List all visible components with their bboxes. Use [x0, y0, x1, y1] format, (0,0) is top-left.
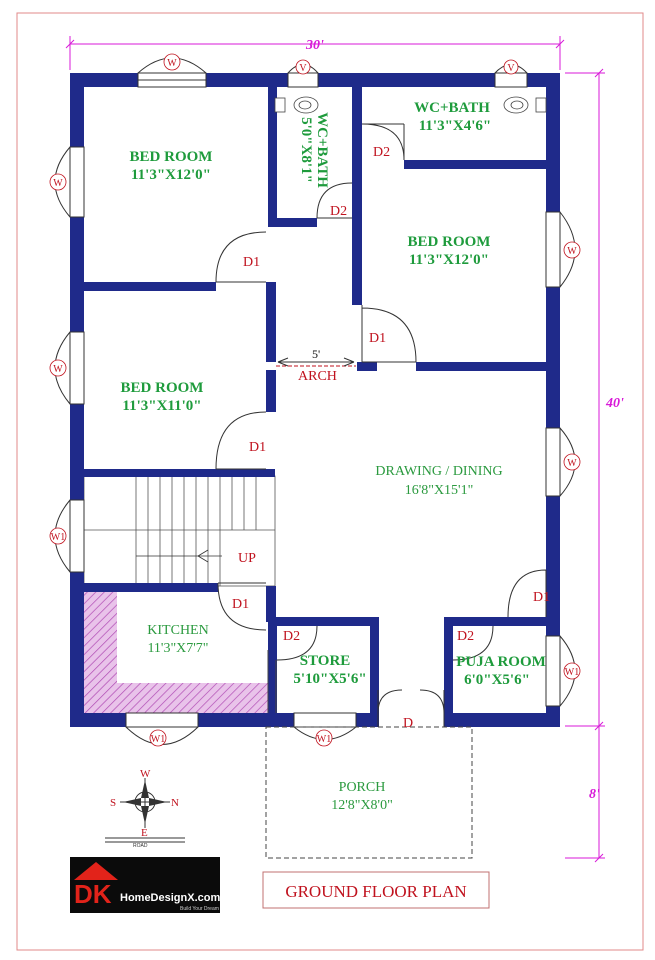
compass-s: S	[110, 797, 116, 809]
room-drawing-name: DRAWING / DINING	[375, 464, 502, 479]
dimension-right	[565, 68, 605, 863]
room-bed2-name: BED ROOM	[408, 234, 491, 250]
door-label-d1: D1	[533, 590, 550, 605]
window-tag-w: W	[567, 458, 577, 469]
arch-width: 5'	[312, 347, 320, 361]
svg-text:DK: DK	[74, 879, 112, 909]
svg-text:Build Your Dream: Build Your Dream	[180, 906, 219, 912]
door-label-d2: D2	[457, 629, 474, 644]
window-tag-w: W	[53, 178, 63, 189]
dimension-width: 30'	[305, 38, 324, 53]
window-tag-w: W	[53, 364, 63, 375]
door-label-d1: D1	[243, 255, 260, 270]
plan-title: GROUND FLOOR PLAN	[285, 882, 466, 901]
room-kitchen-size: 11'3"X7'7"	[147, 641, 208, 656]
window-tag-w: W	[167, 58, 177, 69]
door-label-d2: D2	[330, 204, 347, 219]
room-kitchen-name: KITCHEN	[147, 623, 208, 638]
door-label-d2: D2	[283, 629, 300, 644]
room-store-size: 5'10"X5'6"	[293, 671, 366, 687]
window-tag-v: V	[507, 63, 515, 74]
staircase	[83, 475, 276, 587]
room-bed3-size: 11'3"X11'0"	[122, 398, 201, 414]
arch-label: ARCH	[298, 369, 337, 384]
room-bed1-name: BED ROOM	[130, 149, 213, 165]
arch	[276, 357, 356, 367]
room-wc2-name: WC+BATH	[414, 100, 490, 116]
room-puja-size: 6'0"X5'6"	[464, 672, 530, 688]
window-tag-w1: W1	[317, 734, 331, 745]
window-tags	[49, 53, 581, 747]
compass-w: W	[140, 768, 151, 780]
svg-text:HomeDesignX.com: HomeDesignX.com	[120, 892, 220, 904]
porch-outline	[265, 726, 473, 859]
room-puja-name: PUJA ROOM	[456, 654, 546, 670]
windows	[54, 57, 576, 745]
door-label-d1: D1	[369, 331, 386, 346]
room-porch-size: 12'8"X8'0"	[331, 798, 393, 813]
dimension-porch-depth: 8'	[589, 787, 600, 802]
door-label-d: D	[403, 716, 413, 731]
door-label-d2: D2	[373, 145, 390, 160]
window-tag-v: V	[299, 63, 307, 74]
room-wc1-name: WC+BATH	[314, 112, 330, 188]
window-tag-w1: W1	[51, 532, 65, 543]
room-bed2-size: 11'3"X12'0"	[409, 252, 489, 268]
room-porch-name: PORCH	[339, 780, 386, 795]
dimension-top	[65, 36, 565, 70]
window-tag-w1: W1	[151, 734, 165, 745]
door-label-d1: D1	[232, 597, 249, 612]
compass-icon	[105, 778, 185, 843]
room-wc2-size: 11'3"X4'6"	[419, 118, 492, 134]
stair-up-label: UP	[238, 551, 256, 566]
room-bed3-name: BED ROOM	[121, 380, 204, 396]
door-swings	[215, 123, 547, 727]
kitchen-counter	[84, 592, 268, 713]
room-wc1-size: 5'0"X8'1"	[298, 117, 314, 183]
window-tag-w: W	[567, 246, 577, 257]
wc-fixture	[274, 96, 547, 114]
room-bed1-size: 11'3"X12'0"	[131, 167, 211, 183]
room-store-name: STORE	[300, 653, 351, 669]
dimension-height: 40'	[605, 396, 624, 411]
compass-road: ROAD	[133, 843, 148, 849]
room-drawing-size: 16'8"X15'1"	[405, 483, 474, 498]
title-box	[262, 871, 490, 909]
window-tag-w1: W1	[565, 667, 579, 678]
page-border	[16, 12, 644, 951]
compass-n: N	[171, 797, 179, 809]
door-label-d1: D1	[249, 440, 266, 455]
brand-logo: DK HomeDesignX.com Build Your Dream	[70, 857, 220, 913]
compass-e: E	[141, 827, 148, 839]
